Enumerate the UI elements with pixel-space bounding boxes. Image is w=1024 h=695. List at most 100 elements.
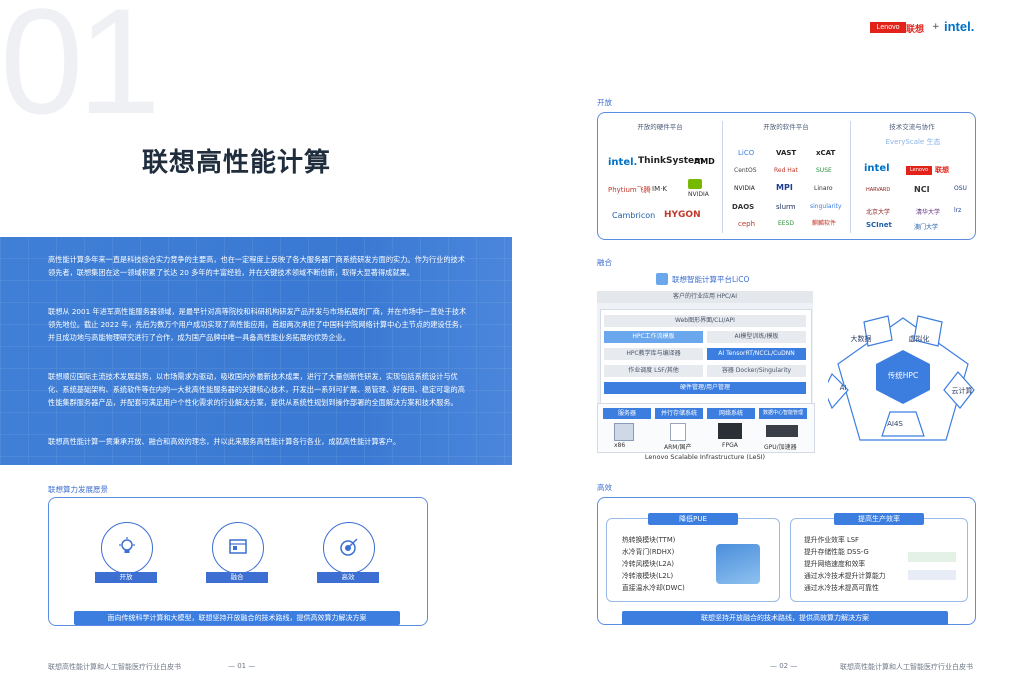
cluster-mgmt-bar: 硬件管理/用户管理 <box>604 382 806 394</box>
vision-open-tag: 开放 <box>95 572 157 583</box>
arm-chip-icon <box>670 423 686 441</box>
nvidia-eye-icon <box>688 179 702 189</box>
hw-x86-label: x86 <box>614 442 626 449</box>
partner-logo-2 <box>908 570 956 580</box>
pue-item-5: 直接温水冷却(DWC) <box>622 584 685 592</box>
ai-tensorrt-cell: AI TensorRT/NCCL/CuDNN <box>707 348 806 360</box>
hw-dc-mgmt: 数据中心智能管理 <box>759 408 807 419</box>
vision-section-label: 联想算力发展愿景 <box>48 485 108 494</box>
hw-storage: 并行存储系统 <box>655 408 703 419</box>
job-scheduler-cell: 作业调度 LSF/其他 <box>604 365 703 377</box>
plus-sign: + <box>932 22 940 32</box>
hw-logo-hygon: HYGON <box>664 210 701 220</box>
sw-logo-daos: DAOS <box>732 203 755 211</box>
pentagon-cloud-label: 云计算 <box>951 387 973 395</box>
lightbulb-icon <box>119 537 135 553</box>
pentagon-bigdata-label: 大数据 <box>850 335 872 343</box>
web-ui-bar: Web图形界面/CLI/API <box>604 315 806 327</box>
lico-stack-panel: 客户的行业应用 HPC/AI Web图形界面/CLI/API HPC工作流模板 … <box>597 291 813 411</box>
eco-logo-scinet: SCInet <box>866 221 892 229</box>
sw-logo-nvidia: NVIDIA <box>734 185 755 192</box>
cpu-chip-icon <box>614 423 634 441</box>
page-title: 联想高性能计算 <box>142 148 332 178</box>
open-section-label: 开放 <box>597 98 612 107</box>
fpga-board-icon <box>718 423 742 439</box>
footer-left-title: 联想高性能计算和人工智能医疗行业白皮书 <box>48 663 181 671</box>
intro-paragraph-3: 联想顺应国际主流技术发展趋势，以市场需求为驱动，吸收国内外最新技术成果，进行了大… <box>48 372 465 407</box>
cloud-node <box>943 371 975 409</box>
hpc-library-cell: HPC教学库与编译器 <box>604 348 703 360</box>
eco-logo-lenovo-cn: 联想 <box>935 166 949 174</box>
hpc-workflow-cell: HPC工作流模板 <box>604 331 703 343</box>
hw-logo-imk: IM·K <box>652 185 667 193</box>
vision-frame: 开放 融合 高效 <box>48 497 428 626</box>
efficiency-frame: 降低PUE 热转换模块(TTM) 水冷背门(RDHX) 冷转风模块(L2A) 冷… <box>597 497 976 625</box>
pentagon-ai4s-label: AI4S <box>887 420 903 428</box>
intro-paragraph-4: 联想高性能计算一贯秉承开放、融合和高效的理念，并以此来服务高性能计算各行各业，成… <box>48 437 401 446</box>
pue-item-3: 冷转风模块(L2A) <box>622 560 675 568</box>
sw-logo-mpi: MPI <box>776 183 793 192</box>
hardware-title: 开放的硬件平台 <box>637 123 683 131</box>
footer-right-page: — 02 — <box>770 662 798 670</box>
open-frame: 开放的硬件平台 开放的软件平台 技术交流与协作 intel. ThinkSyst… <box>597 112 976 240</box>
ai-node <box>828 372 849 410</box>
hw-logo-amd: AMD <box>694 157 715 166</box>
eco-logo-lenovo: Lenovo <box>906 166 932 175</box>
eco-logo-um: 澳门大学 <box>914 224 939 231</box>
pentagon-center-label: 传统HPC <box>887 371 919 380</box>
lico-platform-title: 联想智能计算平台LiCO <box>672 275 750 284</box>
hw-network: 网络系统 <box>707 408 755 419</box>
sw-logo-singularity: singularity <box>810 203 842 210</box>
virtualization-node <box>913 315 943 347</box>
hw-arm-label: ARM/国产 <box>664 444 692 451</box>
ai4s-node <box>881 411 925 437</box>
ai-training-cell: AI模型训练/模板 <box>707 331 806 343</box>
sw-logo-ceph: ceph <box>738 220 756 228</box>
hw-gpu-label: GPU/加速器 <box>764 444 797 451</box>
productivity-header: 提高生产效率 <box>834 513 924 525</box>
lenovo-cn-logo: 联想 <box>906 25 925 35</box>
fusion-pentagon-diagram <box>828 315 975 441</box>
industry-apps-bar: 客户的行业应用 HPC/AI <box>597 291 813 303</box>
sw-logo-suse: SUSE <box>816 167 832 174</box>
fusion-section-label: 融合 <box>597 258 612 267</box>
vision-efficiency-circle <box>323 522 375 574</box>
sw-logo-vast: VAST <box>776 149 797 157</box>
pue-item-4: 冷转液模块(L2L) <box>622 572 674 580</box>
eco-logo-lrz: lrz <box>954 207 962 214</box>
hw-logo-nvidia: NVIDIA <box>688 191 709 198</box>
ecosystem-subtitle: EveryScale 生态 <box>885 138 941 146</box>
prod-item-3: 提升网络速度和效率 <box>804 560 866 568</box>
container-cell: 容器 Docker/Singularity <box>707 365 806 377</box>
pentagon-virtualization-label: 虚拟化 <box>908 335 930 343</box>
partner-logo-1 <box>908 552 956 562</box>
sw-logo-eesd: EESD <box>778 220 795 227</box>
intro-paragraph-1: 高性能计算多年来一直是科技综合实力竞争的主要高，也在一定程度上反映了各大服务器厂… <box>48 255 465 277</box>
target-icon <box>340 538 358 556</box>
sw-logo-xcat: xCAT <box>816 149 836 157</box>
sw-logo-slurm: slurm <box>776 203 796 211</box>
footer-left-page: — 01 — <box>228 662 256 670</box>
vision-banner: 面向传统科学计算和大模型，联想坚持开放融合的技术路线，提供高效算力解决方案 <box>74 611 400 625</box>
hw-fpga-label: FPGA <box>722 442 738 449</box>
lower-pue-header: 降低PUE <box>648 513 738 525</box>
hw-logo-cambricon: Cambricon <box>612 211 656 220</box>
sw-logo-kylin: 麒麟软件 <box>812 220 837 227</box>
prod-item-1: 提升作业效率 LSF <box>804 536 859 544</box>
sw-logo-redhat: Red Hat <box>774 167 798 174</box>
hw-logo-intel: intel. <box>608 157 638 168</box>
eco-logo-tsinghua: 清华大学 <box>916 209 941 216</box>
pue-item-1: 热转换模块(TTM) <box>622 536 676 544</box>
efficiency-banner: 联想坚持开放融合的技术路线，提供高效算力解决方案 <box>622 611 948 625</box>
bigdata-node <box>863 315 893 347</box>
eco-logo-harvard: HARVARD <box>866 187 891 193</box>
prod-item-4: 通过水冷技术提升计算能力 <box>804 572 886 580</box>
sw-logo-centos: CentOS <box>734 167 757 174</box>
hw-logo-thinksystem: ThinkSystem <box>638 156 704 166</box>
sw-logo-linaro: Linaro <box>814 185 833 192</box>
pue-item-2: 水冷背门(RDHX) <box>622 548 675 556</box>
vision-fusion-circle <box>212 522 264 574</box>
traditional-hpc-hexagon <box>876 350 930 404</box>
gpu-card-icon <box>766 425 798 437</box>
software-title: 开放的软件平台 <box>763 123 809 131</box>
